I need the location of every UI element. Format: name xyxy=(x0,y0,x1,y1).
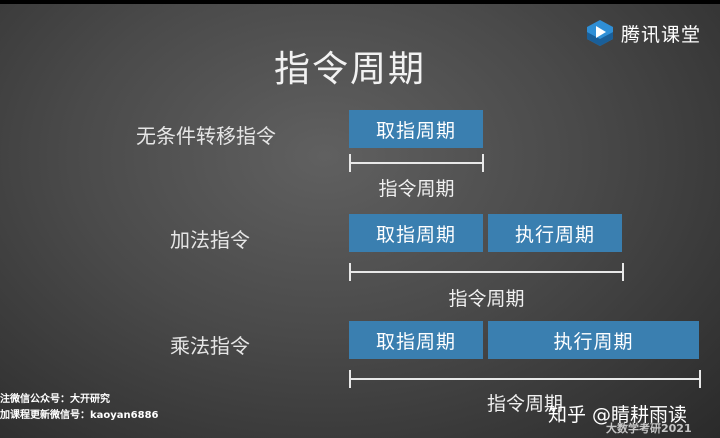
execute-cycle-box: 执行周期 xyxy=(488,214,622,252)
slide: 腾讯课堂 指令周期 无条件转移指令 取指周期 指令周期 加法指令 取指周期 执行… xyxy=(0,4,720,438)
execute-cycle-box: 执行周期 xyxy=(488,321,699,359)
corner-watermark: 大数学考研2021 xyxy=(606,422,692,435)
fetch-cycle-box: 取指周期 xyxy=(349,214,483,252)
fetch-cycle-box: 取指周期 xyxy=(349,321,483,359)
instruction-cycle-bracket xyxy=(349,370,701,388)
fetch-cycle-box: 取指周期 xyxy=(349,110,483,148)
footnote-line-1: 注微信公众号：大开研究 xyxy=(0,394,110,405)
row-label-jump: 无条件转移指令 xyxy=(136,124,276,148)
instruction-cycle-label: 指令周期 xyxy=(486,393,563,415)
brand-name: 腾讯课堂 xyxy=(621,23,702,46)
instruction-cycle-label: 指令周期 xyxy=(378,178,455,200)
instruction-cycle-bracket xyxy=(349,263,624,281)
row-label-multiply: 乘法指令 xyxy=(170,334,250,358)
instruction-cycle-bracket xyxy=(349,154,484,172)
slide-title: 指令周期 xyxy=(273,49,426,90)
brand-logo: 腾讯课堂 xyxy=(585,18,701,48)
instruction-cycle-label: 指令周期 xyxy=(448,288,525,310)
row-label-add: 加法指令 xyxy=(170,228,250,252)
zhihu-watermark: 知乎 @睛耕雨读 xyxy=(548,404,688,426)
tencent-classroom-play-icon xyxy=(587,20,613,46)
footnote-line-2: 加课程更新微信号：kaoyan6886 xyxy=(0,410,159,421)
